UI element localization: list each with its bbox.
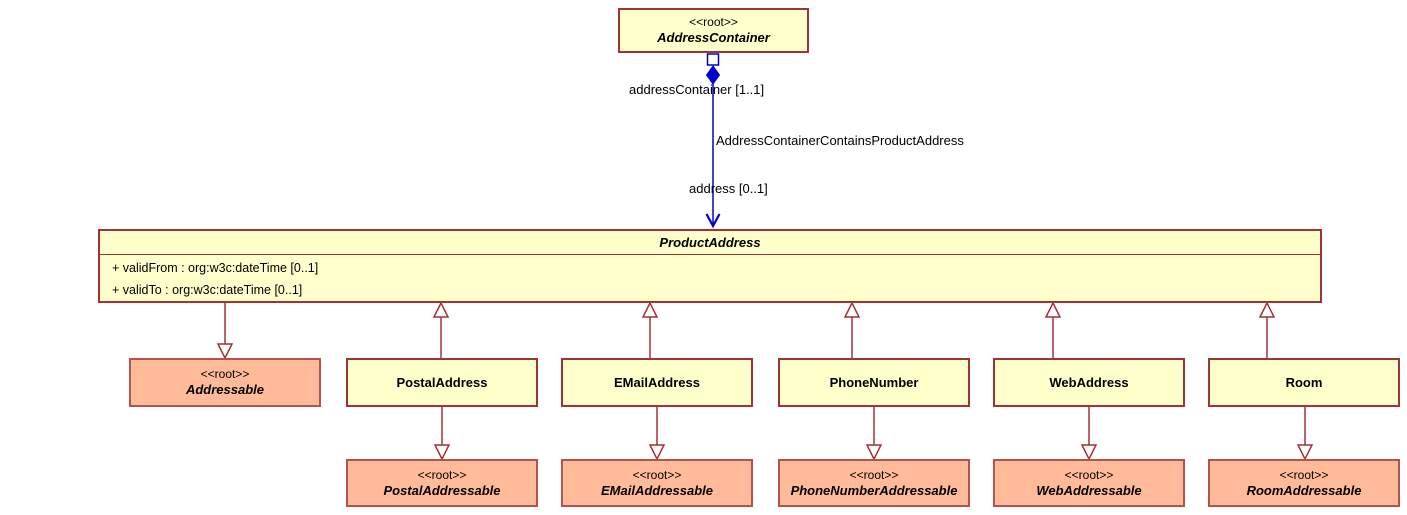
class-node-Room[interactable]: Room <box>1208 358 1400 407</box>
generalization-triangle-icon <box>843 301 861 318</box>
generalization-triangle-icon <box>216 343 234 360</box>
generalization-triangle-icon <box>865 444 883 461</box>
class-stereotype: <<root>> <box>1279 467 1329 482</box>
generalization-EMailAddress-to-ProductAddress[interactable] <box>641 301 659 358</box>
class-node-AddressContainer[interactable]: <<root>>AddressContainer <box>618 8 809 53</box>
class-attribute: + validFrom : org:w3c:dateTime [0..1] <box>112 261 319 275</box>
class-name: Addressable <box>185 382 265 397</box>
generalization-triangle-icon <box>432 301 450 318</box>
class-attribute: + validTo : org:w3c:dateTime [0..1] <box>112 283 303 297</box>
class-name: RoomAddressable <box>1246 482 1362 498</box>
class-node-WebAddressable[interactable]: <<root>>WebAddressable <box>993 459 1185 507</box>
class-name: WebAddress <box>1049 374 1129 390</box>
association-name-label: AddressContainerContainsProductAddress <box>716 133 964 148</box>
class-name: Room <box>1285 374 1323 390</box>
generalization-triangle-icon <box>1258 301 1276 318</box>
class-stereotype: <<root>> <box>200 367 250 381</box>
class-stereotype: <<root>> <box>417 467 467 482</box>
generalization-triangle-icon <box>433 444 451 461</box>
class-node-PostalAddress[interactable]: PostalAddress <box>346 358 538 407</box>
generalization-triangle-icon <box>1044 301 1062 318</box>
generalization-PhoneNumber-to-ProductAddress[interactable] <box>843 301 861 358</box>
class-name: EMailAddressable <box>601 482 713 498</box>
class-name: PostalAddressable <box>383 482 501 498</box>
generalization-PhoneNumber-to-PhoneNumberAddressable[interactable] <box>865 407 883 461</box>
class-stereotype: <<root>> <box>632 467 682 482</box>
class-name: ProductAddress <box>659 234 761 250</box>
generalization-triangle-icon <box>641 301 659 318</box>
class-name: PhoneNumberAddressable <box>790 482 958 498</box>
generalization-WebAddress-to-ProductAddress[interactable] <box>1044 301 1062 358</box>
composition-AddressContainer-to-ProductAddress[interactable] <box>705 53 721 229</box>
class-name: AddressContainer <box>657 30 770 45</box>
generalization-WebAddress-to-WebAddressable[interactable] <box>1080 407 1098 461</box>
generalization-triangle-icon <box>648 444 666 461</box>
generalization-Room-to-ProductAddress[interactable] <box>1258 301 1276 358</box>
class-node-EMailAddressable[interactable]: <<root>>EMailAddressable <box>561 459 753 507</box>
class-node-RoomAddressable[interactable]: <<root>>RoomAddressable <box>1208 459 1400 507</box>
generalization-triangle-icon <box>1080 444 1098 461</box>
generalization-ProductAddress-to-Addressable[interactable] <box>216 303 234 360</box>
class-node-Addressable[interactable]: <<root>>Addressable <box>129 358 321 407</box>
generalization-PostalAddress-to-PostalAddressable[interactable] <box>433 407 451 461</box>
class-node-ProductAddress[interactable]: ProductAddress + validFrom : org:w3c:date… <box>98 229 1322 303</box>
aggregation-square-icon <box>706 53 720 66</box>
class-node-EMailAddress[interactable]: EMailAddress <box>561 358 753 407</box>
class-node-WebAddress[interactable]: WebAddress <box>993 358 1185 407</box>
class-node-PhoneNumberAddressable[interactable]: <<root>>PhoneNumberAddressable <box>778 459 970 507</box>
generalization-EMailAddress-to-EMailAddressable[interactable] <box>648 407 666 461</box>
class-node-PostalAddressable[interactable]: <<root>>PostalAddressable <box>346 459 538 507</box>
open-arrowhead-icon <box>705 213 721 229</box>
association-role-label: address [0..1] <box>689 181 768 196</box>
class-title-compartment: ProductAddress <box>100 231 1320 255</box>
generalization-Room-to-RoomAddressable[interactable] <box>1296 407 1314 461</box>
class-stereotype: <<root>> <box>689 15 738 29</box>
class-attributes-compartment: + validFrom : org:w3c:dateTime [0..1] + v… <box>100 255 1320 301</box>
class-stereotype: <<root>> <box>849 467 899 482</box>
class-name: PhoneNumber <box>829 374 919 390</box>
class-node-PhoneNumber[interactable]: PhoneNumber <box>778 358 970 407</box>
class-name: EMailAddress <box>614 374 700 390</box>
class-name: WebAddressable <box>1036 482 1142 498</box>
generalization-triangle-icon <box>1296 444 1314 461</box>
generalization-PostalAddress-to-ProductAddress[interactable] <box>432 301 450 358</box>
class-stereotype: <<root>> <box>1064 467 1114 482</box>
association-role-label: addressContainer [1..1] <box>629 82 765 97</box>
class-name: PostalAddress <box>396 374 488 390</box>
